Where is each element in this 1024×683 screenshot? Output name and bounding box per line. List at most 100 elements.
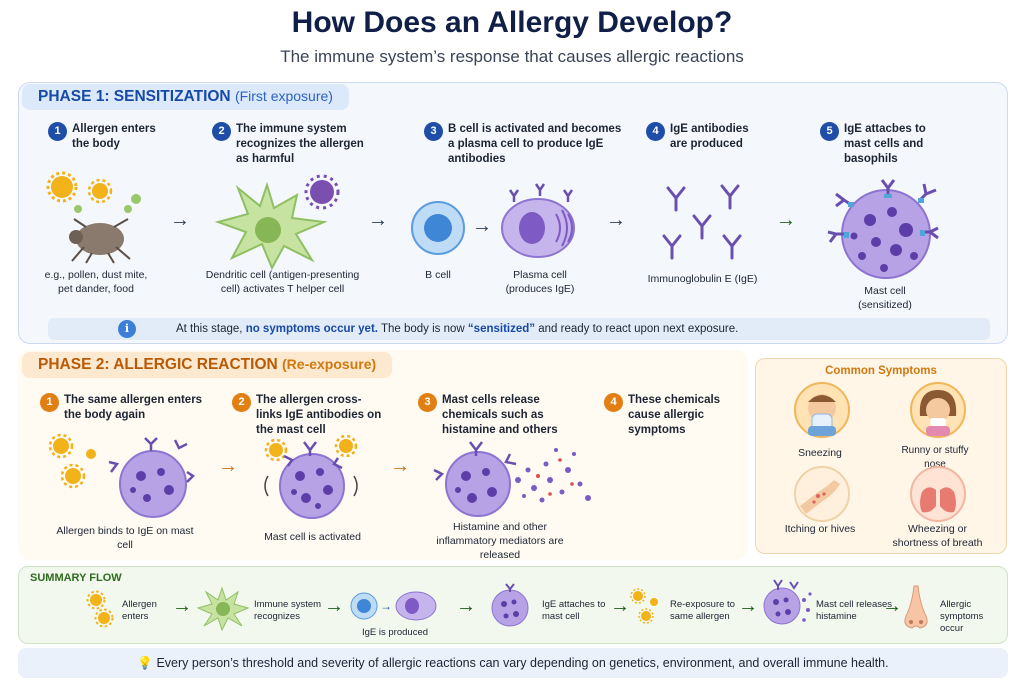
info-highlight-no-symptoms: no symptoms occur yet.: [245, 323, 378, 335]
histamine-particles: [515, 448, 591, 503]
phase2-step-1-number: 1: [40, 393, 59, 412]
info-prefix: At this stage,: [176, 323, 246, 335]
arrow-right-icon: →: [368, 209, 388, 231]
summary-step-histamine: Mast cell releases histamine: [816, 599, 893, 622]
pollen-icon: [48, 433, 96, 489]
phase2-step-1-caption: Allergen binds to IgE on mast cell: [56, 525, 194, 551]
b-cell-icon: [411, 201, 465, 255]
symptom-label-wheezing: Wheezing or shortness of breath: [892, 523, 983, 549]
svg-text:→: →: [380, 599, 392, 613]
phase1-step-1-number: 1: [48, 122, 67, 141]
phase2-step-2-number: 2: [232, 393, 251, 412]
symptom-label-itching: Itching or hives: [784, 523, 856, 535]
phase2-step-2-caption: Mast cell is activated: [264, 531, 361, 543]
phase1-header: PHASE 1: SENSITIZATION (First exposure): [22, 84, 349, 110]
itching-hives-icon: [794, 466, 850, 522]
ige-antibody-icon: [662, 234, 682, 260]
summary-step-symptoms: Allergic symptoms occur: [940, 599, 984, 634]
mast-cell-release-icon: [763, 579, 812, 625]
phase2-step-3-caption: Histamine and other inflammatory mediato…: [436, 521, 564, 561]
pollen-icon: [630, 588, 658, 624]
phase1-step-5-number: 5: [820, 122, 839, 141]
dendritic-cell-illustration: [214, 174, 340, 271]
mast-cell-icon: [491, 583, 529, 627]
info-icon: i: [118, 320, 136, 338]
sneezing-icon: [794, 382, 850, 438]
arrow-right-icon: →: [472, 215, 492, 237]
arrow-right-icon: →: [324, 595, 344, 617]
footer-text: Every person’s threshold and severity of…: [156, 656, 889, 670]
summary-step-ige: IgE is produced: [362, 627, 429, 638]
lightbulb-icon: 💡: [137, 656, 153, 670]
pollen-icon: [86, 590, 114, 628]
phase1-step-2-caption: Dendritic cell (antigen-presenting cell)…: [205, 269, 360, 295]
phase1-sublabel: (First exposure): [234, 88, 333, 104]
mast-cell-icon: [119, 450, 187, 518]
allergen-binds-illustration: [48, 433, 195, 518]
arrow-right-icon: →: [882, 595, 902, 617]
summary-step-allergen: Allergen enters: [122, 599, 157, 622]
pollen-icon: [264, 434, 358, 462]
phase2-step-3-number: 3: [418, 393, 437, 412]
phase1-step-4-number: 4: [646, 122, 665, 141]
ige-antibody-icon: [722, 234, 742, 260]
dendritic-cell-icon: [196, 586, 250, 632]
histamine-release-illustration: [433, 441, 591, 517]
symptom-label-sneezing: Sneezing: [798, 447, 842, 459]
ige-antibody-icon: [720, 184, 740, 210]
phase2-header: PHASE 2: ALLERGIC REACTION (Re-exposure): [22, 352, 393, 378]
footer-note: 💡 Every person’s threshold and severity …: [18, 648, 1008, 678]
phase1-b-cell-caption: B cell: [425, 269, 451, 281]
pollen-icon: [87, 178, 113, 204]
phase2-step-1-text: The same allergen enters the body again: [64, 394, 203, 421]
phase1-step-3-text: B cell is activated and becomes a plasma…: [448, 123, 622, 165]
allergen-illustration: [46, 171, 141, 264]
lungs-icon: [910, 466, 966, 522]
phase1-step-2-text: The immune system recognizes the allerge…: [236, 123, 364, 165]
phase1-step-5-text: IgE attacbes to mast cells and basophils: [844, 123, 926, 165]
ige-antibody-icon: [692, 214, 712, 240]
info-middle: The body is now: [377, 323, 468, 335]
runny-nose-icon: [910, 382, 966, 438]
phase1-step-3-number: 3: [424, 122, 443, 141]
dust-mite-icon: [69, 218, 131, 264]
arrow-right-icon: →: [776, 209, 796, 231]
summary-title: SUMMARY FLOW: [30, 572, 122, 584]
phase1-step-2-number: 2: [212, 122, 231, 141]
phase1-step-1-caption: e.g., pollen, dust mite, pet dander, foo…: [44, 269, 148, 295]
info-highlight-sensitized: “sensitized”: [467, 323, 536, 335]
allergen-particle-icon: [304, 174, 340, 210]
arrow-right-icon: →: [606, 209, 626, 231]
info-suffix: and ready to react upon next exposure.: [535, 323, 739, 335]
arrow-right-icon: →: [738, 595, 758, 617]
symptoms-title: Common Symptoms: [825, 365, 937, 377]
b-plasma-cell-icon: →: [350, 591, 437, 621]
page-title: How Does an Allergy Develop?: [291, 6, 733, 39]
nose-icon: [904, 585, 928, 629]
arrow-right-icon: →: [456, 595, 476, 617]
arrow-right-icon: →: [172, 595, 192, 617]
particle-icon: [124, 205, 132, 213]
phase2-step-4-text: These chemicals cause allergic symptoms: [628, 394, 721, 436]
arrow-right-icon: →: [610, 595, 630, 617]
phase1-plasma-cell-caption: Plasma cell (produces IgE): [505, 269, 575, 295]
particle-icon: [74, 205, 82, 213]
summary-step-immune: Immune system recognizes: [254, 599, 322, 622]
phase2-step-3-text: Mast cells release chemicals such as his…: [442, 394, 558, 436]
mast-cell-activated-illustration: [264, 434, 358, 519]
phase1-step-1-text: Allergen enters the body: [72, 123, 156, 150]
phase2-sublabel: (Re-exposure): [282, 356, 377, 372]
sensitized-mast-cell-icon: [827, 179, 939, 279]
summary-step-reexposure: Re-exposure to same allergen: [670, 599, 735, 622]
mast-cell-icon: [445, 451, 511, 517]
page-subtitle: The immune system’s response that causes…: [280, 47, 744, 66]
arrow-right-icon: →: [170, 209, 190, 231]
phase1-step-4-caption: Immunoglobulin E (IgE): [647, 273, 758, 285]
particle-icon: [131, 194, 141, 204]
pollen-icon: [46, 171, 78, 203]
phase1-step-5-caption: Mast cell (sensitized): [858, 285, 912, 311]
symptoms-panel: [755, 358, 1007, 554]
phase2-step-2-text: The allergen cross-links IgE antibodies …: [256, 394, 382, 436]
ige-antibody-icon: [666, 186, 686, 212]
phase1-info-bar: At this stage, no symptoms occur yet. Th…: [48, 318, 990, 340]
